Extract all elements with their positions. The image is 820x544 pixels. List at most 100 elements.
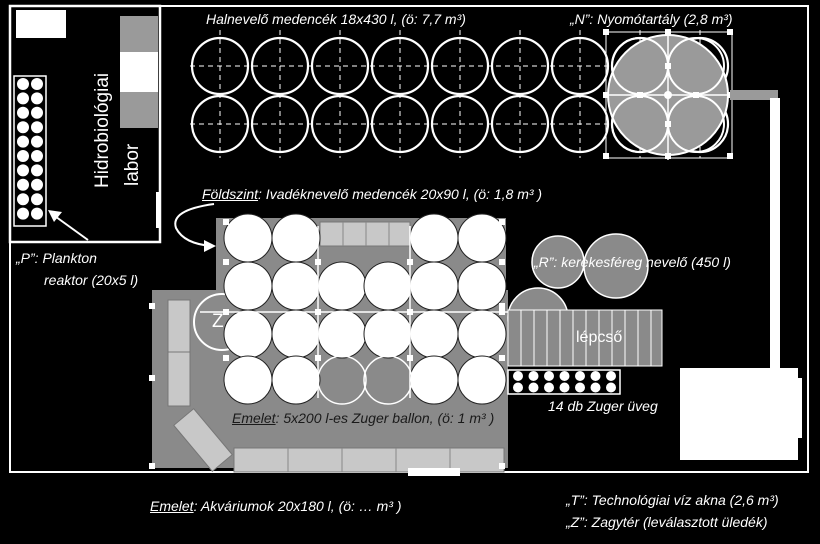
zuger-glass [513,382,523,393]
pressure-marker [603,92,609,98]
pressure-tank-label: „N”: Nyomótartály (2,8 m³) [570,11,733,27]
fry-marker [223,355,229,361]
pressure-marker [637,92,643,98]
upper-floor-zuger-rest: : 5x200 l-es Zuger ballon, (ö: 1 m³ ) [275,410,495,426]
ground-floor-label-rest: : Ivadéknevelő medencék 20x90 l, (ö: 1,8… [258,186,543,202]
zuger-glass [590,382,601,393]
pressure-tank-chambers [603,29,733,159]
fry-marker [223,259,229,265]
fry-tank [409,309,459,359]
sludge-area-marker: Z [212,311,224,332]
fry-rearing-tanks [223,213,507,405]
fry-tank [457,213,507,263]
upper-floor-zuger-label: Emelet: 5x200 l-es Zuger ballon, (ö: 1 m… [232,410,494,426]
fry-tank [457,309,507,359]
pressure-marker [665,153,671,159]
fry-marker [315,355,321,361]
pressure-center [664,91,672,99]
fry-tank [363,261,413,311]
ground-floor-arrow [174,203,215,247]
fish-tank [250,36,310,96]
fish-tank [550,36,610,96]
aquarium-left-bar-top [167,299,191,353]
plankton-vessel [31,106,43,119]
zuger-glass [575,382,585,393]
fry-marker [499,309,505,315]
aquarium-left-bar-bottom [167,351,191,407]
plankton-vessel [31,193,43,206]
pressure-marker [665,29,671,35]
fry-marker [407,259,413,265]
lab-room [8,4,162,244]
fry-tank [317,261,367,311]
plankton-vessel [17,164,29,177]
fry-markers [149,219,505,469]
zuger-glass [606,382,616,393]
fry-tank [363,309,413,359]
fry-tank [271,355,321,405]
fry-tank [271,309,321,359]
fish-tank [430,36,490,96]
zuger-glass [590,371,601,381]
ground-floor-arrow-head [204,240,216,252]
zuger-glass [528,371,539,381]
fish-tank [490,94,550,154]
lab-label-line1: Hidrobiológiai [92,72,113,188]
plankton-vessel [17,207,29,220]
fry-marker [407,355,413,361]
tech-water-label: „T”: Technológiai víz akna (2,6 m³) [566,492,779,508]
fish-tank [190,94,250,154]
fry-marker [315,259,321,265]
aquarium-diagonal-bar [173,407,233,473]
plankton-arrow-head [48,210,62,222]
fish-tank [430,94,490,154]
plankton-reactor-vessels [17,78,43,220]
fry-tank [409,355,459,405]
fry-tank [223,261,273,311]
ground-floor-label-lead: Földszint [202,186,259,202]
fry-marker [315,309,321,315]
aquarium-bottom-bar [233,447,505,473]
ground-floor-label: Földszint: Ivadéknevelő medencék 20x90 l… [202,186,542,202]
fish-tank [310,94,370,154]
plankton-arrow [51,213,89,241]
plankton-reactor-rack [13,75,47,227]
fry-marker [499,463,505,469]
plankton-vessel [17,106,29,119]
technological-water-shaft [680,368,798,460]
plankton-vessel [31,207,43,220]
fish-tank [310,36,370,96]
fry-marker [499,259,505,265]
plankton-label-line2: reaktor (20x5 l) [44,272,139,288]
plankton-vessel [17,92,29,105]
fry-tank [457,355,507,405]
bottom-door [408,468,460,476]
lab-shelf-top [120,16,158,52]
plankton-vessel [17,121,29,134]
plankton-vessel [17,193,29,206]
stair-steps [520,310,652,366]
fry-tank [409,213,459,263]
fry-marker [499,219,505,225]
plankton-vessel [31,121,43,134]
plankton-vessel [31,164,43,177]
fry-marker [407,309,413,315]
fry-tank [409,261,459,311]
fry-tank [457,261,507,311]
fry-tank [271,213,321,263]
plankton-vessel [31,135,43,148]
fry-tank [317,309,367,359]
zuger-glass [513,371,523,381]
plankton-vessel [17,150,29,162]
zuger-glass [528,382,539,393]
shaft-edge [798,378,802,438]
zuger-glass [575,371,585,381]
fry-tank [223,309,273,359]
zuger-glasses [513,371,616,393]
plankton-vessel [17,78,29,90]
plankton-vessel [31,150,43,162]
pressure-marker [727,29,733,35]
fry-tank [271,261,321,311]
pressure-marker [665,121,671,127]
sludge-label: „Z”: Zagytér (leválasztott üledék) [566,514,768,530]
